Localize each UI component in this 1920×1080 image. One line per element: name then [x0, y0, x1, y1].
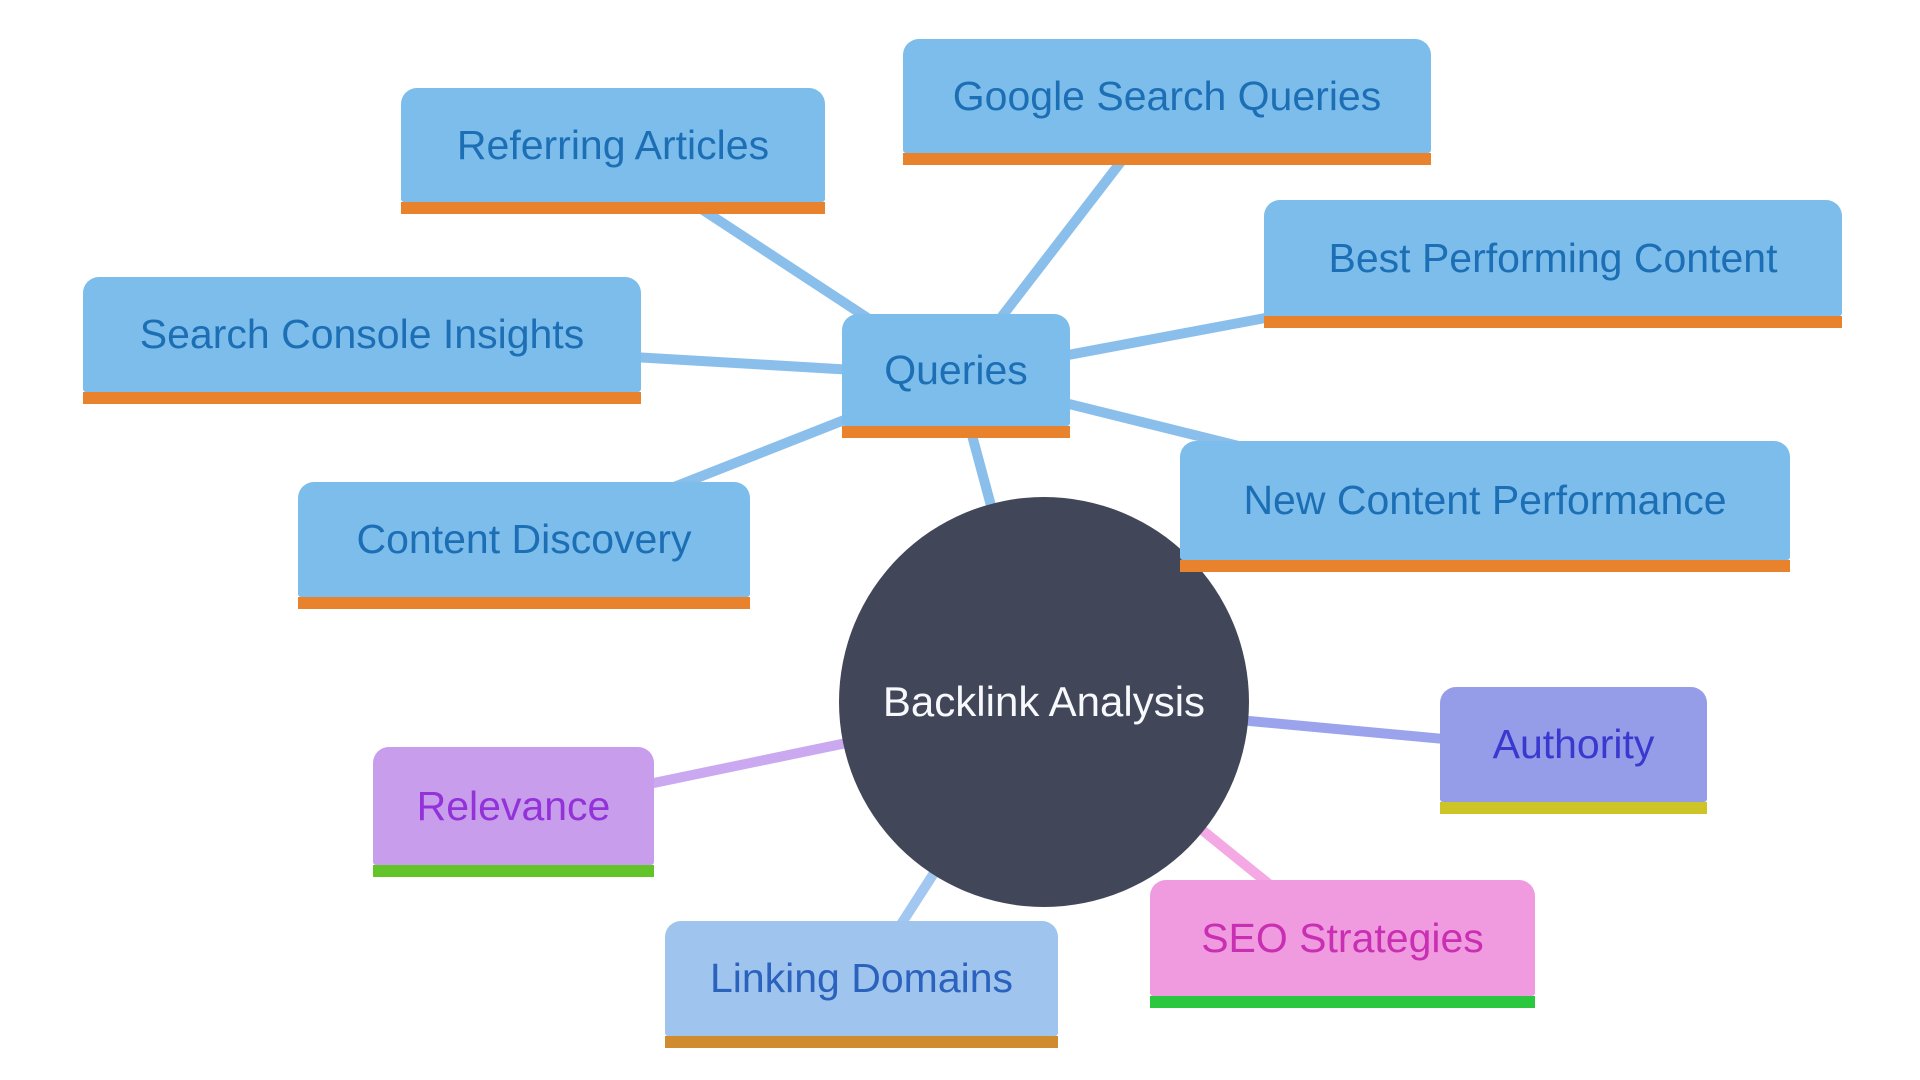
node-best-performing-content-box: Best Performing Content: [1264, 200, 1842, 316]
node-search-console-insights-label: Search Console Insights: [139, 311, 585, 357]
node-google-search-queries[interactable]: Google Search Queries: [903, 39, 1431, 165]
node-authority-underline: [1440, 802, 1707, 814]
node-google-search-queries-underline: [903, 153, 1431, 165]
node-queries[interactable]: Queries: [842, 314, 1070, 438]
node-linking-domains-box: Linking Domains: [665, 921, 1058, 1036]
node-seo-strategies-underline: [1150, 996, 1535, 1008]
node-authority[interactable]: Authority: [1440, 687, 1707, 814]
node-relevance-box: Relevance: [373, 747, 654, 865]
node-new-content-performance[interactable]: New Content Performance: [1180, 441, 1790, 572]
node-seo-strategies[interactable]: SEO Strategies: [1150, 880, 1535, 1008]
node-new-content-performance-underline: [1180, 560, 1790, 572]
node-relevance-label: Relevance: [416, 782, 611, 829]
node-referring-articles-underline: [401, 202, 825, 214]
node-search-console-insights-underline: [83, 392, 641, 404]
node-relevance[interactable]: Relevance: [373, 747, 654, 877]
node-content-discovery[interactable]: Content Discovery: [298, 482, 750, 609]
node-new-content-performance-label: New Content Performance: [1243, 477, 1727, 523]
node-referring-articles[interactable]: Referring Articles: [401, 88, 825, 214]
node-queries-label: Queries: [884, 346, 1028, 393]
node-content-discovery-label: Content Discovery: [356, 516, 692, 562]
node-queries-box: Queries: [842, 314, 1070, 426]
node-best-performing-content-label: Best Performing Content: [1328, 234, 1778, 281]
node-queries-underline: [842, 426, 1070, 438]
node-authority-label: Authority: [1492, 721, 1655, 767]
node-google-search-queries-label: Google Search Queries: [952, 72, 1382, 119]
node-linking-domains-label: Linking Domains: [709, 955, 1014, 1001]
node-content-discovery-box: Content Discovery: [298, 482, 750, 597]
node-linking-domains-underline: [665, 1036, 1058, 1048]
node-authority-box: Authority: [1440, 687, 1707, 802]
node-new-content-performance-box: New Content Performance: [1180, 441, 1790, 560]
node-google-search-queries-box: Google Search Queries: [903, 39, 1431, 153]
node-best-performing-content-underline: [1264, 316, 1842, 328]
node-search-console-insights[interactable]: Search Console Insights: [83, 277, 641, 404]
node-referring-articles-box: Referring Articles: [401, 88, 825, 202]
node-referring-articles-label: Referring Articles: [456, 121, 770, 168]
node-linking-domains[interactable]: Linking Domains: [665, 921, 1058, 1048]
node-best-performing-content[interactable]: Best Performing Content: [1264, 200, 1842, 328]
node-seo-strategies-label: SEO Strategies: [1201, 914, 1484, 961]
node-relevance-underline: [373, 865, 654, 877]
node-seo-strategies-box: SEO Strategies: [1150, 880, 1535, 996]
node-backlink-analysis-label: Backlink Analysis: [882, 678, 1206, 725]
node-search-console-insights-box: Search Console Insights: [83, 277, 641, 392]
node-content-discovery-underline: [298, 597, 750, 609]
